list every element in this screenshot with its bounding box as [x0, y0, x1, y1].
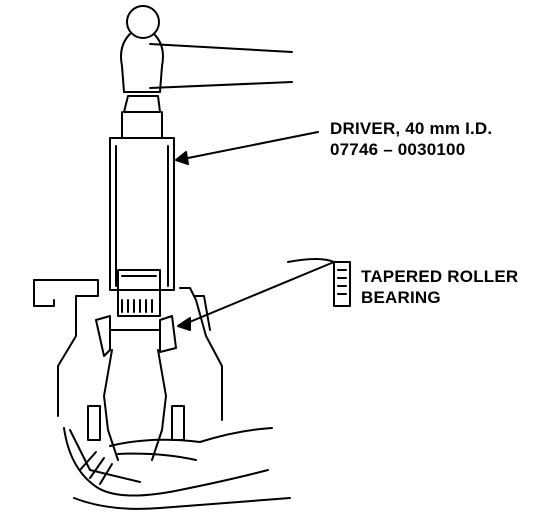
- driver-name-label: DRIVER, 40 mm I.D.: [330, 119, 493, 138]
- driver-tool: [109, 111, 175, 317]
- hammer: [120, 5, 293, 113]
- driver-part-number: 07746 – 0030100: [330, 140, 466, 159]
- bearing-symbol: [333, 261, 351, 307]
- bearing-label-line2: BEARING: [361, 288, 441, 307]
- bearing-leader-arrowhead: [177, 317, 191, 331]
- driver-leader-line: [177, 131, 319, 161]
- supporting-hand: [63, 427, 291, 510]
- driver-callout: DRIVER, 40 mm I.D. 07746 – 0030100: [330, 118, 492, 160]
- bearing-leader-line: [179, 258, 335, 327]
- bearing-callout: TAPERED ROLLER BEARING: [361, 266, 518, 308]
- bearing-label-line1: TAPERED ROLLER: [361, 267, 519, 286]
- driver-leader-arrowhead: [175, 151, 189, 165]
